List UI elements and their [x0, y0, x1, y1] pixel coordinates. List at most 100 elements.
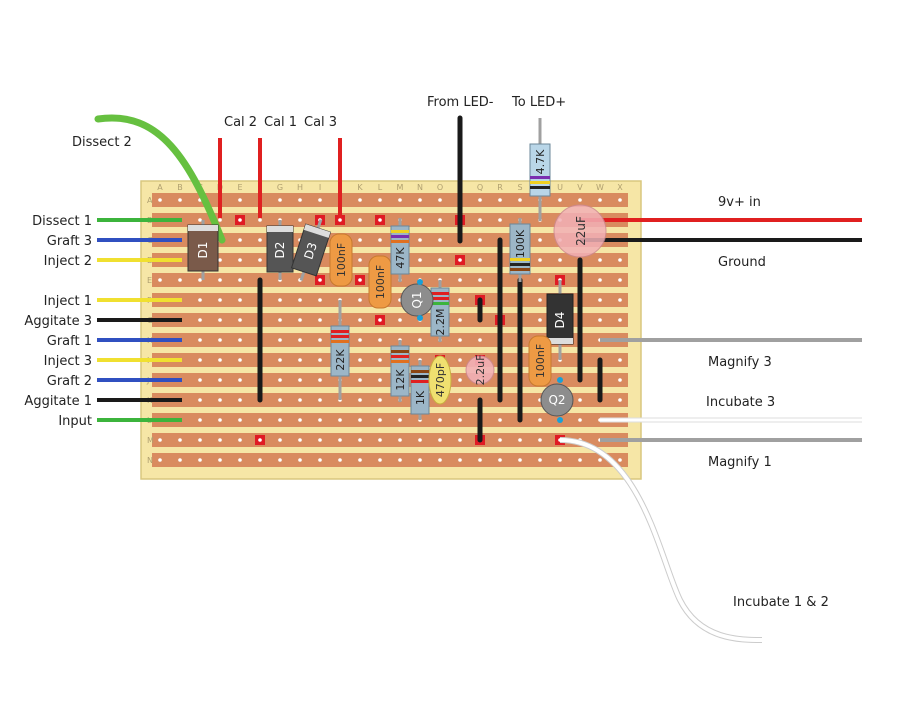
hole [278, 298, 282, 302]
hole [538, 238, 542, 242]
hole [378, 338, 382, 342]
hole [358, 358, 362, 362]
hole [458, 398, 462, 402]
left-wire-label: Graft 1 [47, 334, 92, 349]
hole [478, 338, 482, 342]
hole [538, 318, 542, 322]
hole [598, 318, 602, 322]
hole [238, 378, 242, 382]
hole [278, 318, 282, 322]
hole [598, 258, 602, 262]
hole [478, 238, 482, 242]
hole [418, 198, 422, 202]
track-cut-hole [258, 438, 262, 442]
column-letter: I [319, 183, 321, 192]
hole [298, 378, 302, 382]
c22uf-small-label: 2.2uF [474, 355, 487, 386]
track-cut-hole [238, 218, 242, 222]
hole [458, 358, 462, 362]
hole [178, 278, 182, 282]
column-letter: N [417, 183, 423, 192]
left-wire-label: Aggitate 3 [24, 314, 92, 329]
hole [318, 458, 322, 462]
hole [578, 458, 582, 462]
column-letter: G [277, 183, 283, 192]
label-from-led: From LED- [427, 95, 494, 110]
hole [198, 358, 202, 362]
hole [198, 278, 202, 282]
hole [438, 258, 442, 262]
hole [198, 298, 202, 302]
left-wire-label: Graft 2 [47, 374, 92, 389]
hole [338, 458, 342, 462]
hole [298, 338, 302, 342]
hole [238, 438, 242, 442]
hole [538, 438, 542, 442]
label-magnify-1: Magnify 1 [708, 455, 772, 470]
hole [538, 458, 542, 462]
hole [538, 258, 542, 262]
label-ground: Ground [718, 255, 766, 270]
hole [558, 258, 562, 262]
column-letter: E [237, 183, 242, 192]
strip-row-m [152, 433, 628, 447]
hole [218, 398, 222, 402]
hole [238, 398, 242, 402]
hole [418, 238, 422, 242]
hole [278, 438, 282, 442]
strip-row-i [152, 353, 628, 367]
c100nf-a-label: 100nF [335, 243, 348, 277]
hole [498, 438, 502, 442]
hole [218, 318, 222, 322]
capacitor-100nf-a: 100nF [329, 233, 353, 287]
hole [538, 278, 542, 282]
label-incubate-3: Incubate 3 [706, 395, 775, 410]
hole [498, 218, 502, 222]
hole [258, 258, 262, 262]
strip-row-b [152, 213, 628, 227]
hole [378, 198, 382, 202]
hole [198, 438, 202, 442]
diode-d2: D2 [266, 220, 294, 280]
hole [618, 278, 622, 282]
track-cut-hole [378, 318, 382, 322]
hole [198, 398, 202, 402]
hole [298, 318, 302, 322]
hole [378, 418, 382, 422]
hole [598, 278, 602, 282]
hole [218, 358, 222, 362]
hole [198, 218, 202, 222]
hole [558, 198, 562, 202]
hole [278, 338, 282, 342]
hole [218, 338, 222, 342]
label-9v-in: 9v+ in [718, 195, 761, 210]
c100nf-b-label: 100nF [374, 265, 387, 299]
strip-row-g [152, 313, 628, 327]
hole [258, 238, 262, 242]
left-wire-label: Inject 2 [44, 254, 92, 269]
label-incubate-1-2: Incubate 1 & 2 [733, 595, 829, 610]
hole [198, 458, 202, 462]
hole [158, 278, 162, 282]
q2-label: Q2 [548, 393, 565, 407]
incubate-1-2-wire [559, 438, 763, 642]
hole [358, 338, 362, 342]
c100nf-c-label: 100nF [534, 344, 547, 378]
hole [218, 258, 222, 262]
r22m-label: 2.2M [434, 309, 447, 336]
hole [518, 438, 522, 442]
hole [378, 358, 382, 362]
hole [358, 458, 362, 462]
hole [238, 358, 242, 362]
left-wire-label: Dissect 1 [32, 214, 92, 229]
hole [298, 358, 302, 362]
strip-row-k [152, 393, 628, 407]
hole [478, 218, 482, 222]
diode-d1: D1 [187, 220, 219, 280]
hole [338, 418, 342, 422]
hole [358, 218, 362, 222]
track-cut-hole [318, 278, 322, 282]
hole [578, 418, 582, 422]
strip-row-h [152, 333, 628, 347]
